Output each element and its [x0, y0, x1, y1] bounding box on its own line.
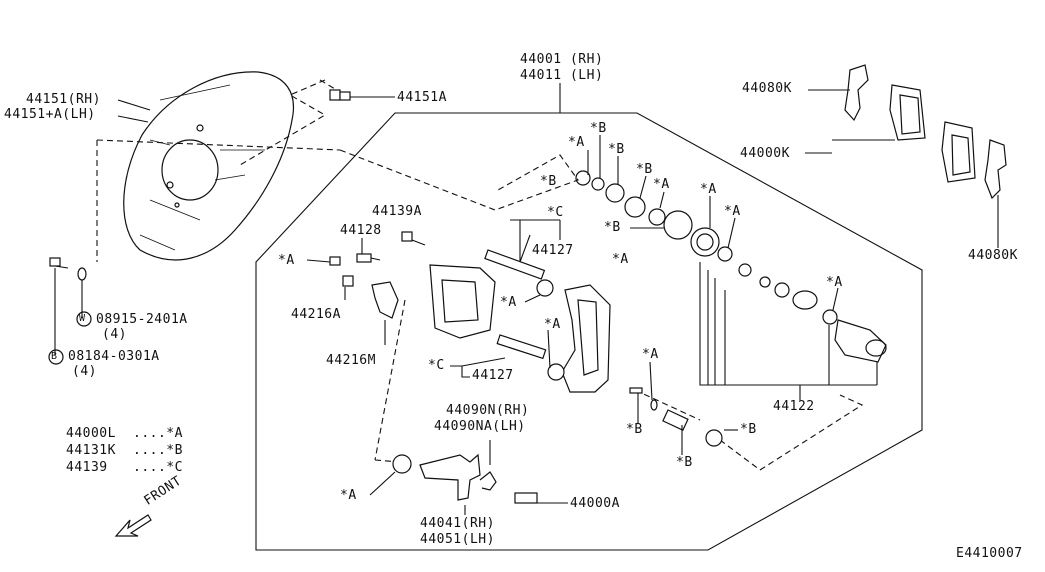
label-08915: 08915-2401A — [96, 312, 188, 327]
legend-part-3: 44139 — [66, 460, 108, 475]
marker-a: *A — [278, 253, 295, 268]
mark-b-letter: B — [51, 351, 58, 362]
label-44122: 44122 — [773, 399, 815, 414]
label-44051: 44051(LH) — [420, 532, 495, 547]
label-44216m: 44216M — [326, 353, 376, 368]
legend-ref-2: ....*B — [133, 443, 183, 458]
guide-pin-top — [484, 249, 554, 297]
marker-b: *B — [608, 142, 625, 157]
bolt-44139a — [401, 231, 426, 246]
pad-shim-bottom — [984, 139, 1007, 200]
label-08184-qty: (4) — [72, 364, 97, 379]
guide-pin-bottom — [496, 334, 565, 381]
label-44080k-bottom: 44080K — [968, 248, 1018, 263]
label-08915-qty: (4) — [102, 327, 127, 342]
legend-part-2: 44131K — [66, 443, 116, 458]
marker-b: *B — [676, 455, 693, 470]
mark-w-letter: W — [79, 313, 86, 324]
circle-mark-b — [48, 349, 64, 365]
label-44090n: 44090N(RH) — [446, 403, 530, 418]
caliper-body — [429, 264, 611, 393]
front-arrow — [114, 514, 152, 537]
piston — [834, 319, 887, 363]
label-44001: 44001 (RH) — [520, 52, 604, 67]
pin-small — [629, 387, 643, 394]
label-44127-bottom: 44127 — [472, 368, 514, 383]
marker-b: *B — [540, 174, 557, 189]
marker-a: *A — [612, 252, 629, 267]
lever-44216m — [371, 281, 399, 319]
seal-small — [650, 399, 658, 411]
label-44216a: 44216A — [291, 307, 341, 322]
marker-b: *B — [740, 422, 757, 437]
marker-a: *A — [700, 182, 717, 197]
marker-b: *B — [604, 220, 621, 235]
label-44000k: 44000K — [740, 146, 790, 161]
marker-b: *B — [636, 162, 653, 177]
label-44127-top: 44127 — [532, 243, 574, 258]
diagram-code: E4410007 — [956, 546, 1023, 561]
legend-ref-1: ....*A — [133, 426, 183, 441]
seal-ring-lower — [705, 429, 723, 447]
clip-44216a — [342, 275, 354, 287]
caliper-assembly-outline — [255, 112, 923, 551]
marker-a: *A — [568, 135, 585, 150]
marker-a: *A — [653, 177, 670, 192]
label-44151a-lh: 44151+A(LH) — [4, 107, 96, 122]
marker-a: *A — [642, 347, 659, 362]
marker-a: *A — [544, 317, 561, 332]
boot-seal — [392, 454, 412, 474]
label-44000a: 44000A — [570, 496, 620, 511]
piston-seals — [575, 170, 838, 325]
lever-44041 — [419, 453, 481, 501]
bleeder-44128 — [356, 253, 381, 263]
label-44151a-bolt: 44151A — [397, 90, 447, 105]
marker-b: *B — [590, 121, 607, 136]
label-44139a: 44139A — [372, 204, 422, 219]
label-08184: 08184-0301A — [68, 349, 160, 364]
label-44090na: 44090NA(LH) — [434, 419, 526, 434]
label-44011: 44011 (LH) — [520, 68, 604, 83]
return-spring — [479, 471, 497, 491]
marker-c: *C — [547, 205, 564, 220]
label-44080k-top: 44080K — [742, 81, 792, 96]
bolt-44151a — [329, 89, 351, 101]
adjuster-44000a — [514, 492, 538, 504]
legend-part-1: 44000L — [66, 426, 116, 441]
label-44128: 44128 — [340, 223, 382, 238]
brake-pad-bottom — [941, 121, 976, 183]
marker-a: *A — [724, 204, 741, 219]
circle-mark-w — [76, 311, 92, 327]
backing-plate — [123, 71, 294, 261]
pad-shim-top — [844, 64, 869, 122]
marker-a: *A — [826, 275, 843, 290]
marker-a: *A — [500, 295, 517, 310]
marker-c: *C — [428, 358, 445, 373]
bolt-08184 — [49, 257, 69, 269]
legend-ref-3: ....*C — [133, 460, 183, 475]
label-44151-rh: 44151(RH) — [26, 92, 101, 107]
marker-a: *A — [340, 488, 357, 503]
marker-b: *B — [626, 422, 643, 437]
label-44041: 44041(RH) — [420, 516, 495, 531]
washer-08915 — [77, 267, 87, 281]
brake-pad-top — [889, 84, 926, 141]
